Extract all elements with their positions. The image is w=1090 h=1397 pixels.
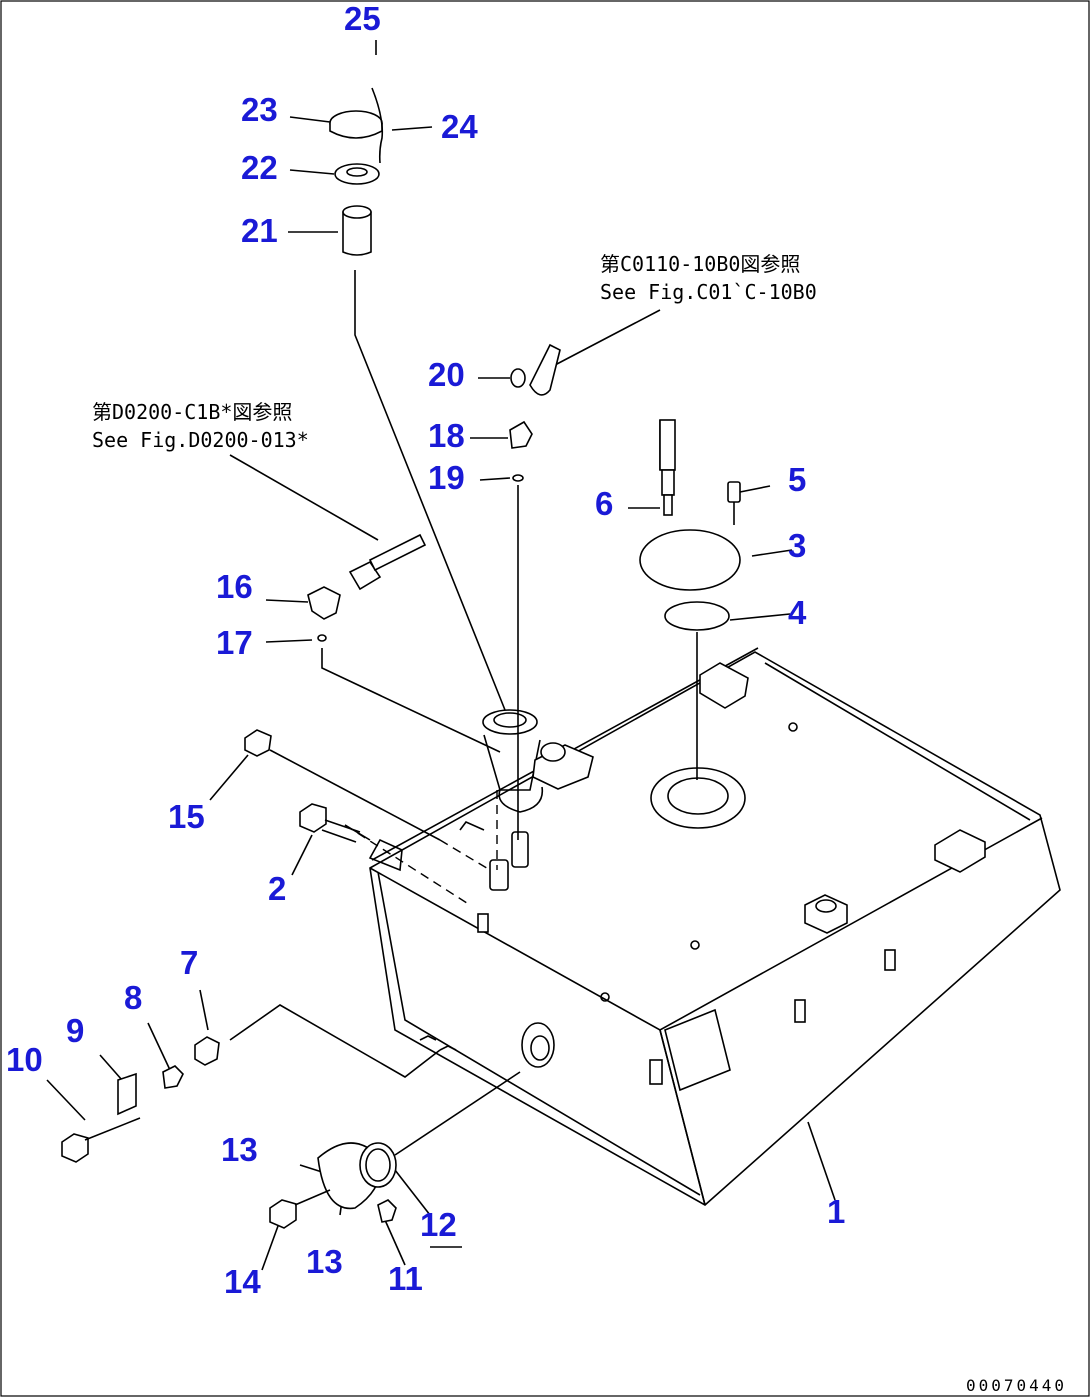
callout-15: 15 — [168, 798, 205, 835]
callout-11: 11 — [388, 1260, 423, 1297]
callout-6: 6 — [595, 485, 614, 522]
callout-3: 3 — [788, 527, 807, 564]
callout-13-lower: 13 — [306, 1243, 343, 1280]
callout-19: 19 — [428, 459, 465, 496]
reference-note-c0110-en: See Fig.C01`C-10B0 — [600, 280, 817, 304]
callout-4: 4 — [788, 594, 807, 631]
callout-13-upper: 13 — [221, 1131, 258, 1168]
callout-8: 8 — [124, 979, 143, 1016]
callout-1: 1 — [827, 1193, 846, 1230]
callout-2: 2 — [268, 870, 287, 907]
cap-assembly — [329, 87, 384, 256]
callout-7: 7 — [180, 944, 199, 981]
callout-21: 21 — [241, 212, 278, 249]
sensor-fittings — [509, 343, 741, 525]
callout-25: 25 — [344, 0, 381, 37]
reference-note-c0110: 第C0110-10B0図参照 See Fig.C01`C-10B0 — [600, 250, 817, 306]
callout-14: 14 — [224, 1263, 261, 1300]
bolts-clips — [61, 729, 361, 1163]
callout-23: 23 — [241, 91, 278, 128]
callout-5: 5 — [788, 461, 807, 498]
elbow-fitting — [307, 533, 427, 642]
callout-18: 18 — [428, 417, 465, 454]
assembly-lines — [46, 40, 836, 1271]
callout-9: 9 — [66, 1012, 85, 1049]
sender-plate — [639, 529, 741, 631]
figure-number: 00070440 — [966, 1376, 1068, 1395]
reference-note-c0110-jp: 第C0110-10B0図参照 — [600, 252, 801, 276]
callout-24: 24 — [441, 108, 478, 145]
callout-17: 17 — [216, 624, 253, 661]
callout-16: 16 — [216, 568, 253, 605]
drain-cover — [269, 1142, 397, 1229]
reference-note-d0200: 第D0200-C1B*図参照 See Fig.D0200-013* — [92, 398, 309, 454]
mounting-ring — [650, 767, 746, 829]
callout-12: 12 — [420, 1206, 457, 1243]
callout-10: 10 — [6, 1041, 43, 1078]
fuel-tank — [368, 647, 1061, 1206]
callout-22: 22 — [241, 149, 278, 186]
reference-note-d0200-en: See Fig.D0200-013* — [92, 428, 309, 452]
callout-20: 20 — [428, 356, 465, 393]
reference-note-d0200-jp: 第D0200-C1B*図参照 — [92, 400, 293, 424]
